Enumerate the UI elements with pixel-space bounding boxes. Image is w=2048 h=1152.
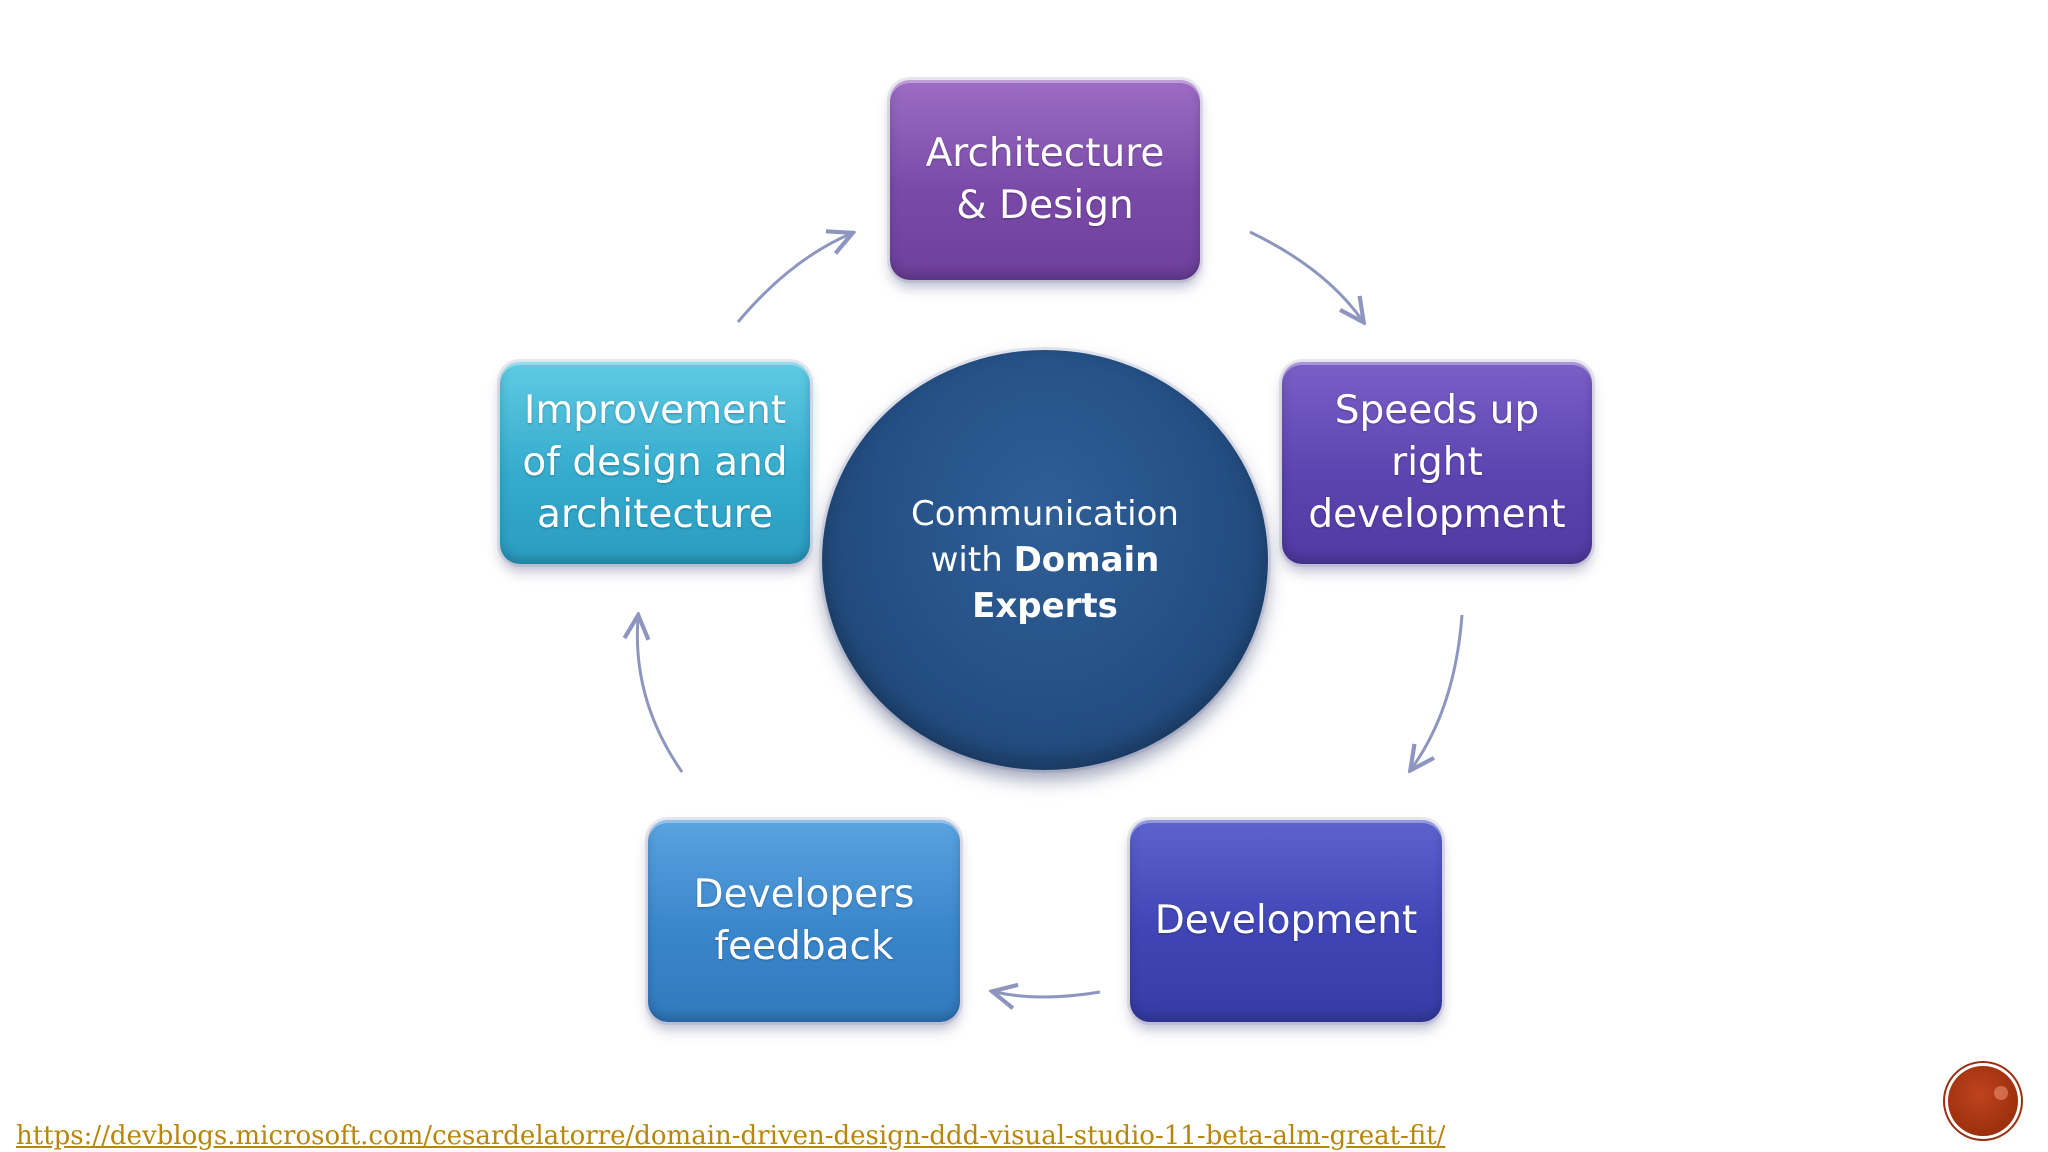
arrow-speeds-to-development xyxy=(1412,614,1464,768)
arrow-feedback-to-improvement xyxy=(637,618,684,773)
badge-mark-icon xyxy=(1994,1086,2008,1100)
hub-line-1: Communication xyxy=(911,491,1179,537)
hub-communication: Communication with Domain Experts xyxy=(822,350,1268,770)
hub-text-experts: Experts xyxy=(972,586,1118,626)
node-architecture-design: Architecture & Design xyxy=(890,80,1200,280)
hub-text-communication: Communication xyxy=(911,494,1179,534)
arrow-improvement-to-architecture xyxy=(736,234,850,323)
hub-line-3: Experts xyxy=(972,583,1118,629)
node-speeds-up: Speeds up right development xyxy=(1282,362,1592,564)
node-development: Development xyxy=(1130,820,1442,1022)
hub-text-domain: Domain xyxy=(1013,540,1160,580)
arrow-development-to-feedback xyxy=(995,992,1101,997)
slide-badge xyxy=(1948,1066,2018,1136)
node-improvement: Improvement of design and architecture xyxy=(500,362,810,564)
arrow-architecture-to-speeds xyxy=(1249,230,1362,320)
hub-line-2: with Domain xyxy=(931,537,1160,583)
hub-text-with: with xyxy=(930,540,1014,580)
source-link[interactable]: https://devblogs.microsoft.com/cesardela… xyxy=(16,1121,1446,1151)
node-developers-feedback: Developers feedback xyxy=(648,820,960,1022)
